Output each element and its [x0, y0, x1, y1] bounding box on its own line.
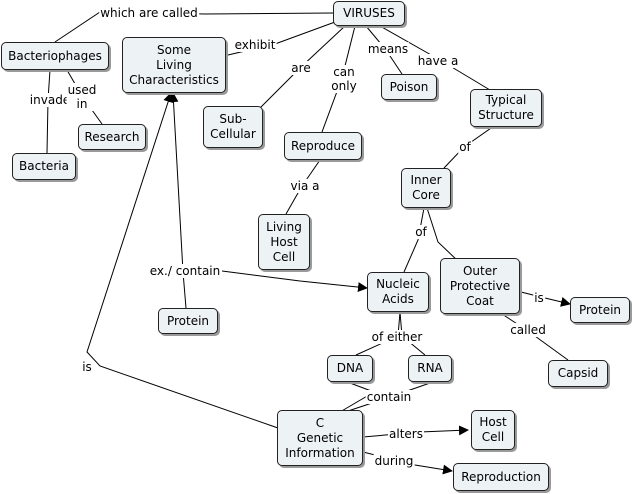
node-dna[interactable]: DNA: [327, 355, 373, 382]
node-bacteriophages[interactable]: Bacteriophages: [1, 42, 109, 70]
link-excontain-nucleic: [221, 270, 368, 293]
node-poison[interactable]: Poison: [381, 74, 437, 100]
label-invade: invade: [28, 93, 72, 107]
label-which-are-called: which are called: [99, 6, 199, 20]
node-living-host-cell[interactable]: Living Host Cell: [258, 214, 310, 270]
node-typical-structure[interactable]: Typical Structure: [470, 89, 542, 127]
label-of-structure: of: [458, 140, 472, 154]
node-some-living-characteristics[interactable]: Some Living Characteristics: [122, 37, 226, 93]
link-genetic-someliving: [86, 92, 279, 429]
label-called: called: [509, 323, 547, 337]
node-rna[interactable]: RNA: [408, 355, 452, 382]
node-viruses[interactable]: VIRUSES: [333, 1, 405, 26]
node-host-cell[interactable]: Host Cell: [471, 410, 515, 450]
label-have-a: have a: [416, 54, 460, 68]
label-of-either: of either: [370, 330, 424, 344]
label-of-core: of: [414, 225, 428, 239]
label-is-genetic: is: [81, 360, 93, 374]
label-used-in: used in: [66, 83, 98, 111]
node-capsid[interactable]: Capsid: [548, 360, 608, 387]
node-reproduction[interactable]: Reproduction: [453, 463, 549, 491]
label-alters: alters: [388, 427, 424, 441]
label-during: during: [373, 454, 415, 468]
node-genetic-information[interactable]: C Genetic Information: [277, 410, 363, 466]
link-bacteriophages-bacteria: [46, 69, 51, 154]
link-innercore-outercoat: [426, 207, 460, 263]
label-are: are: [290, 61, 312, 75]
link-coat-protein: [520, 291, 571, 307]
node-sub-cellular[interactable]: Sub- Cellular: [203, 106, 263, 148]
link-coat-capsid: [501, 313, 569, 361]
label-can-only: can only: [330, 65, 358, 93]
node-nucleic-acids[interactable]: Nucleic Acids: [367, 272, 429, 312]
node-inner-core[interactable]: Inner Core: [401, 168, 451, 208]
label-is-coat: is: [533, 291, 545, 305]
label-means: means: [366, 42, 410, 56]
node-outer-protective-coat[interactable]: Outer Protective Coat: [440, 258, 520, 314]
label-contain: contain: [365, 390, 413, 404]
label-via-a: via a: [289, 179, 321, 193]
node-research[interactable]: Research: [78, 124, 146, 150]
node-protein-right[interactable]: Protein: [570, 297, 630, 323]
node-reproduce[interactable]: Reproduce: [284, 132, 362, 160]
link-innercore-nucleic: [403, 207, 425, 273]
node-protein-left[interactable]: Protein: [158, 308, 218, 334]
label-ex-contain: ex./ contain: [148, 264, 222, 278]
label-exhibit: exhibit: [233, 38, 277, 52]
node-bacteria[interactable]: Bacteria: [12, 153, 76, 180]
